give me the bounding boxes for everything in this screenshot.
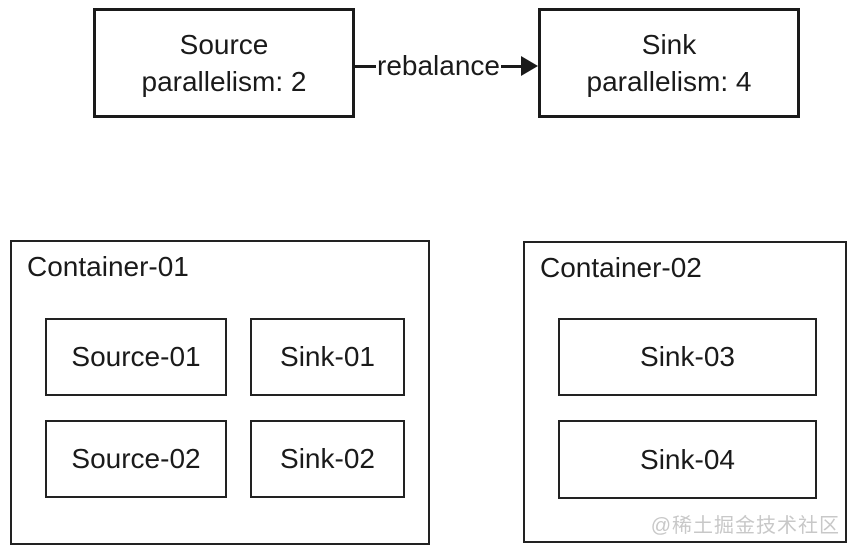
- source-node-name: Source: [179, 29, 269, 60]
- sink-node-parallelism: parallelism: 4: [586, 66, 752, 97]
- edge-label: rebalance: [377, 50, 500, 81]
- arrowhead-icon: [521, 56, 538, 76]
- edge-rebalance: rebalance: [355, 47, 538, 85]
- node-source-parallelism: Source parallelism: 2: [93, 8, 355, 118]
- task-box-sink-01: Sink-01: [250, 318, 405, 396]
- task-box-sink-04: Sink-04: [558, 420, 817, 499]
- watermark: @稀土掘金技术社区: [650, 515, 840, 537]
- edge-line-right: [500, 64, 521, 68]
- task-box-sink-02: Sink-02: [250, 420, 405, 498]
- container-01: Container-01 Source-01 Sink-01 Source-02…: [10, 240, 430, 545]
- container-02-title: Container-02: [540, 252, 702, 283]
- sink-node-name: Sink: [641, 29, 697, 60]
- task-box-sink-03: Sink-03: [558, 318, 817, 396]
- container-01-title: Container-01: [27, 251, 189, 282]
- source-node-parallelism: parallelism: 2: [141, 66, 307, 97]
- task-box-source-02: Source-02: [45, 420, 227, 498]
- container-02: Container-02 Sink-03 Sink-04 @稀土掘金技术社区: [523, 241, 847, 543]
- task-box-source-01: Source-01: [45, 318, 227, 396]
- edge-line-left: [355, 64, 376, 68]
- node-sink-parallelism: Sink parallelism: 4: [538, 8, 800, 118]
